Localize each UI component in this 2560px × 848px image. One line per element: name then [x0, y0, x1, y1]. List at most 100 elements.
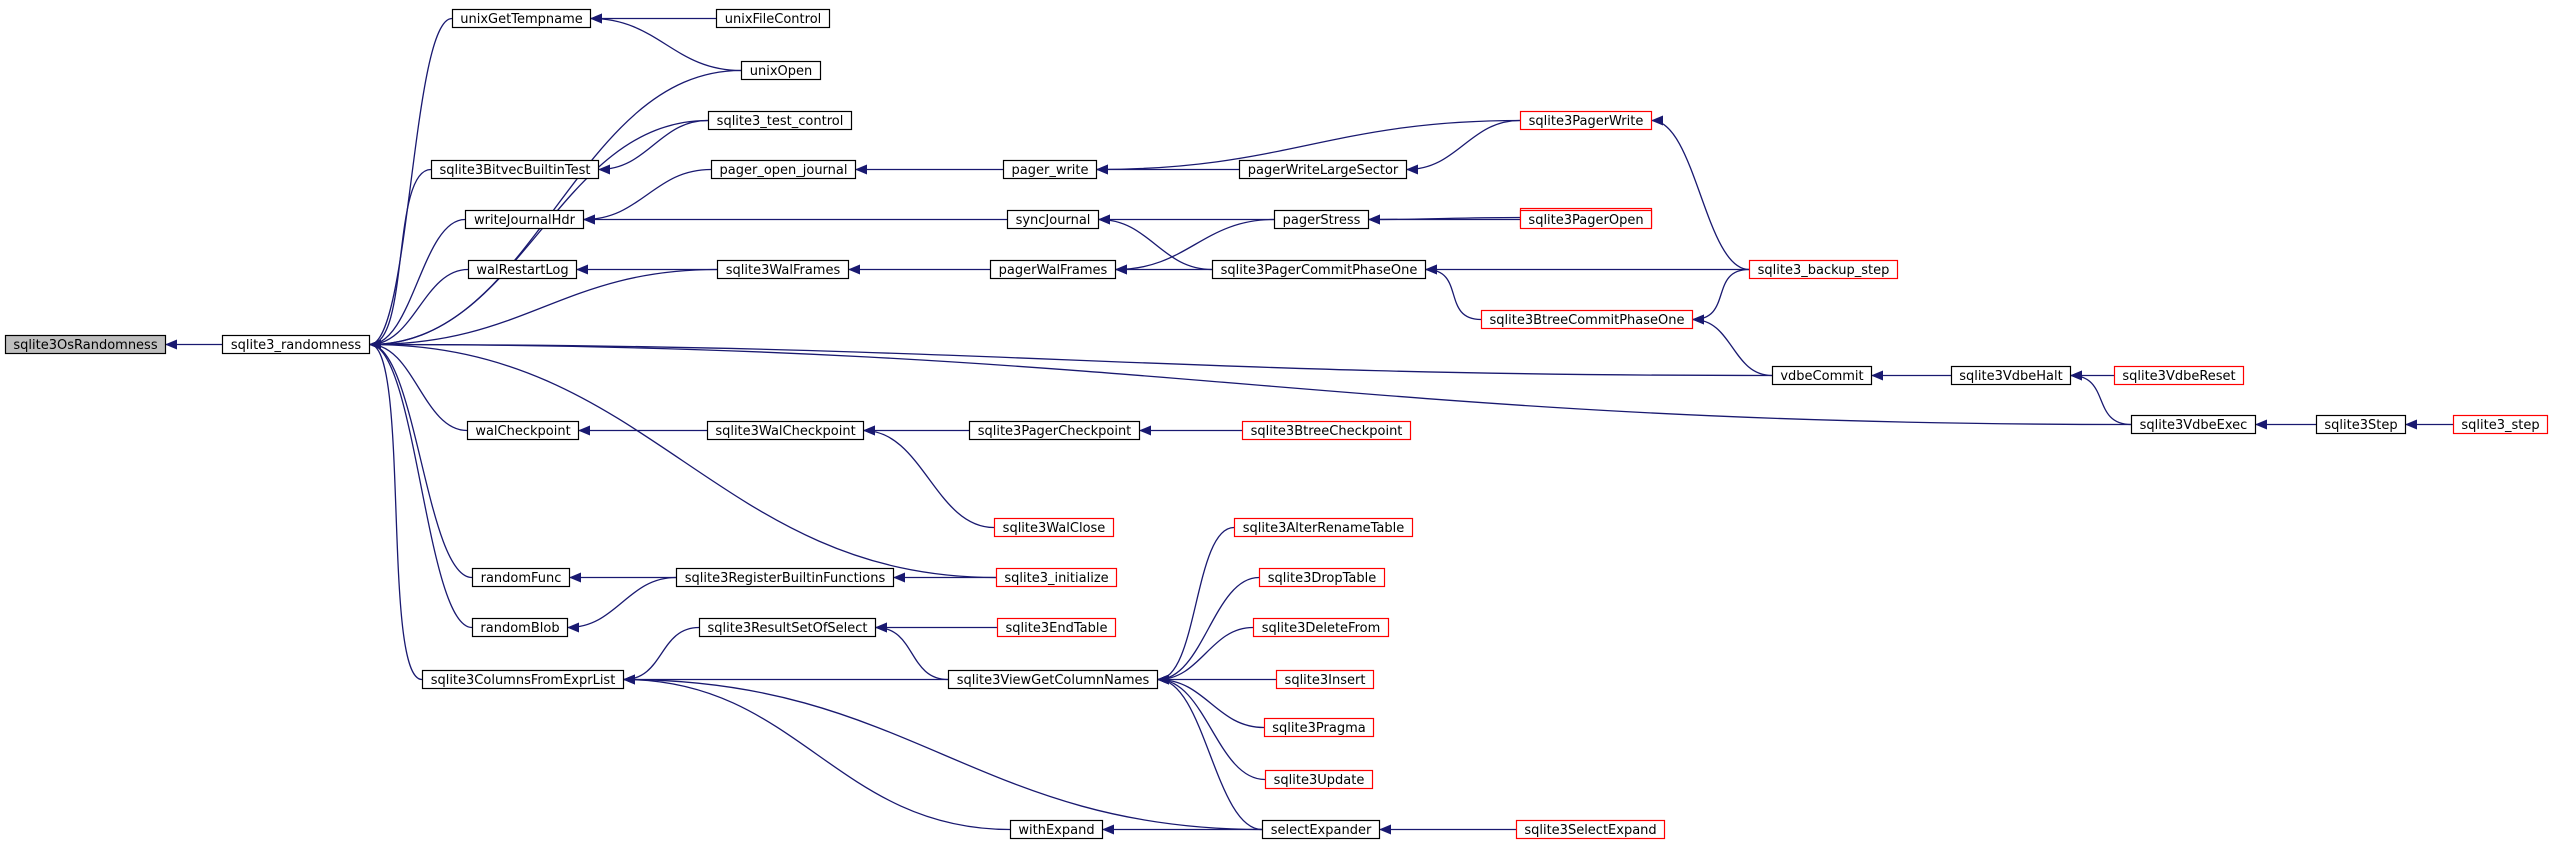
node-pager_write[interactable]: pager_write [1002, 159, 1098, 180]
node-sqlite3_test_control[interactable]: sqlite3_test_control [707, 110, 853, 131]
node-box[interactable] [471, 617, 569, 638]
node-sqlite3Update[interactable]: sqlite3Update [1264, 769, 1374, 790]
node-pagerStress[interactable]: pagerStress [1273, 209, 1370, 230]
node-box[interactable] [1275, 669, 1375, 690]
node-box[interactable] [471, 567, 571, 588]
node-box[interactable] [716, 259, 850, 280]
node-box[interactable] [1252, 617, 1390, 638]
node-sqlite3BtreeCheckpoint[interactable]: sqlite3BtreeCheckpoint [1241, 420, 1412, 441]
node-sqlite3EndTable[interactable]: sqlite3EndTable [996, 617, 1117, 638]
node-box[interactable] [968, 420, 1141, 441]
node-walRestartLog[interactable]: walRestartLog [467, 259, 578, 280]
node-box[interactable] [2452, 414, 2549, 435]
node-unixOpen[interactable]: unixOpen [740, 60, 822, 81]
node-box[interactable] [464, 209, 585, 230]
node-sqlite3_step[interactable]: sqlite3_step [2452, 414, 2549, 435]
node-box[interactable] [1519, 110, 1653, 131]
node-box[interactable] [1748, 259, 1899, 280]
node-box[interactable] [1006, 209, 1100, 230]
node-sqlite3DropTable[interactable]: sqlite3DropTable [1258, 567, 1386, 588]
node-randomFunc[interactable]: randomFunc [471, 567, 571, 588]
node-box[interactable] [989, 259, 1117, 280]
node-box[interactable] [1238, 159, 1408, 180]
node-sqlite3Step[interactable]: sqlite3Step [2315, 414, 2407, 435]
node-sqlite3VdbeHalt[interactable]: sqlite3VdbeHalt [1950, 365, 2072, 386]
node-box[interactable] [1233, 517, 1414, 538]
node-sqlite3VdbeReset[interactable]: sqlite3VdbeReset [2113, 365, 2245, 386]
node-box[interactable] [947, 669, 1159, 690]
node-box[interactable] [706, 420, 865, 441]
node-sqlite3_initialize[interactable]: sqlite3_initialize [995, 567, 1118, 588]
node-box[interactable] [996, 617, 1117, 638]
node-box[interactable] [715, 8, 831, 29]
node-box[interactable] [1771, 365, 1873, 386]
node-box[interactable] [1002, 159, 1098, 180]
node-box[interactable] [1519, 209, 1653, 230]
node-randomBlob[interactable]: randomBlob [471, 617, 569, 638]
node-box[interactable] [466, 420, 580, 441]
node-sqlite3PagerCheckpoint[interactable]: sqlite3PagerCheckpoint [968, 420, 1141, 441]
node-sqlite3Pragma[interactable]: sqlite3Pragma [1263, 717, 1375, 738]
node-sqlite3_backup_step[interactable]: sqlite3_backup_step [1748, 259, 1899, 280]
node-box[interactable] [2315, 414, 2407, 435]
node-box[interactable] [710, 159, 857, 180]
node-pagerWalFrames[interactable]: pagerWalFrames [989, 259, 1117, 280]
node-box[interactable] [993, 517, 1115, 538]
node-box[interactable] [1950, 365, 2072, 386]
node-syncJournal[interactable]: syncJournal [1006, 209, 1100, 230]
node-box[interactable] [707, 110, 853, 131]
node-box[interactable] [1261, 819, 1381, 840]
node-sqlite3BitvecBuiltinTest[interactable]: sqlite3BitvecBuiltinTest [430, 159, 600, 180]
node-box[interactable] [4, 334, 167, 355]
node-box[interactable] [430, 159, 600, 180]
node-sqlite3AlterRenameTable[interactable]: sqlite3AlterRenameTable [1233, 517, 1414, 538]
node-sqlite3SelectExpand[interactable]: sqlite3SelectExpand [1515, 819, 1666, 840]
node-sqlite3_randomness[interactable]: sqlite3_randomness [221, 334, 371, 355]
node-writeJournalHdr[interactable]: writeJournalHdr [464, 209, 585, 230]
node-box[interactable] [451, 8, 592, 29]
edge-withExpand-to-sqlite3ColumnsFromExprList [623, 674, 1011, 831]
node-sqlite3WalFrames[interactable]: sqlite3WalFrames [716, 259, 850, 280]
node-sqlite3WalCheckpoint[interactable]: sqlite3WalCheckpoint [706, 420, 865, 441]
node-selectExpander[interactable]: selectExpander [1261, 819, 1381, 840]
node-sqlite3WalClose[interactable]: sqlite3WalClose [993, 517, 1115, 538]
node-sqlite3BtreeCommitPhaseOne[interactable]: sqlite3BtreeCommitPhaseOne [1480, 309, 1694, 330]
node-box[interactable] [698, 617, 877, 638]
node-unixFileControl[interactable]: unixFileControl [715, 8, 831, 29]
node-sqlite3RegisterBuiltinFunctions[interactable]: sqlite3RegisterBuiltinFunctions [675, 567, 895, 588]
node-walCheckpoint[interactable]: walCheckpoint [466, 420, 580, 441]
node-box[interactable] [1211, 259, 1427, 280]
node-box[interactable] [1480, 309, 1694, 330]
node-box[interactable] [2130, 414, 2257, 435]
node-pagerWriteLargeSector[interactable]: pagerWriteLargeSector [1238, 159, 1408, 180]
node-sqlite3PagerCommitPhaseOne[interactable]: sqlite3PagerCommitPhaseOne [1211, 259, 1427, 280]
node-sqlite3VdbeExec[interactable]: sqlite3VdbeExec [2130, 414, 2257, 435]
node-sqlite3Insert[interactable]: sqlite3Insert [1275, 669, 1375, 690]
node-box[interactable] [1241, 420, 1412, 441]
node-sqlite3ViewGetColumnNames[interactable]: sqlite3ViewGetColumnNames [947, 669, 1159, 690]
node-sqlite3OsRandomness[interactable]: sqlite3OsRandomness [4, 334, 167, 355]
node-box[interactable] [421, 669, 625, 690]
node-sqlite3PagerWrite[interactable]: sqlite3PagerWrite [1519, 110, 1653, 131]
node-box[interactable] [467, 259, 578, 280]
node-sqlite3ResultSetOfSelect[interactable]: sqlite3ResultSetOfSelect [698, 617, 877, 638]
edge-pager_open_journal-to-writeJournalHdr [583, 168, 712, 225]
node-box[interactable] [1263, 717, 1375, 738]
node-box[interactable] [2113, 365, 2245, 386]
node-pager_open_journal[interactable]: pager_open_journal [710, 159, 857, 180]
node-unixGetTempname[interactable]: unixGetTempname [451, 8, 592, 29]
node-box[interactable] [995, 567, 1118, 588]
node-box[interactable] [675, 567, 895, 588]
node-sqlite3PagerOpen[interactable]: sqlite3PagerOpen [1519, 209, 1653, 230]
node-box[interactable] [221, 334, 371, 355]
node-sqlite3DeleteFrom[interactable]: sqlite3DeleteFrom [1252, 617, 1390, 638]
node-box[interactable] [1009, 819, 1104, 840]
node-box[interactable] [740, 60, 822, 81]
node-withExpand[interactable]: withExpand [1009, 819, 1104, 840]
node-box[interactable] [1264, 769, 1374, 790]
node-sqlite3ColumnsFromExprList[interactable]: sqlite3ColumnsFromExprList [421, 669, 625, 690]
node-vdbeCommit[interactable]: vdbeCommit [1771, 365, 1873, 386]
node-box[interactable] [1273, 209, 1370, 230]
node-box[interactable] [1258, 567, 1386, 588]
node-box[interactable] [1515, 819, 1666, 840]
